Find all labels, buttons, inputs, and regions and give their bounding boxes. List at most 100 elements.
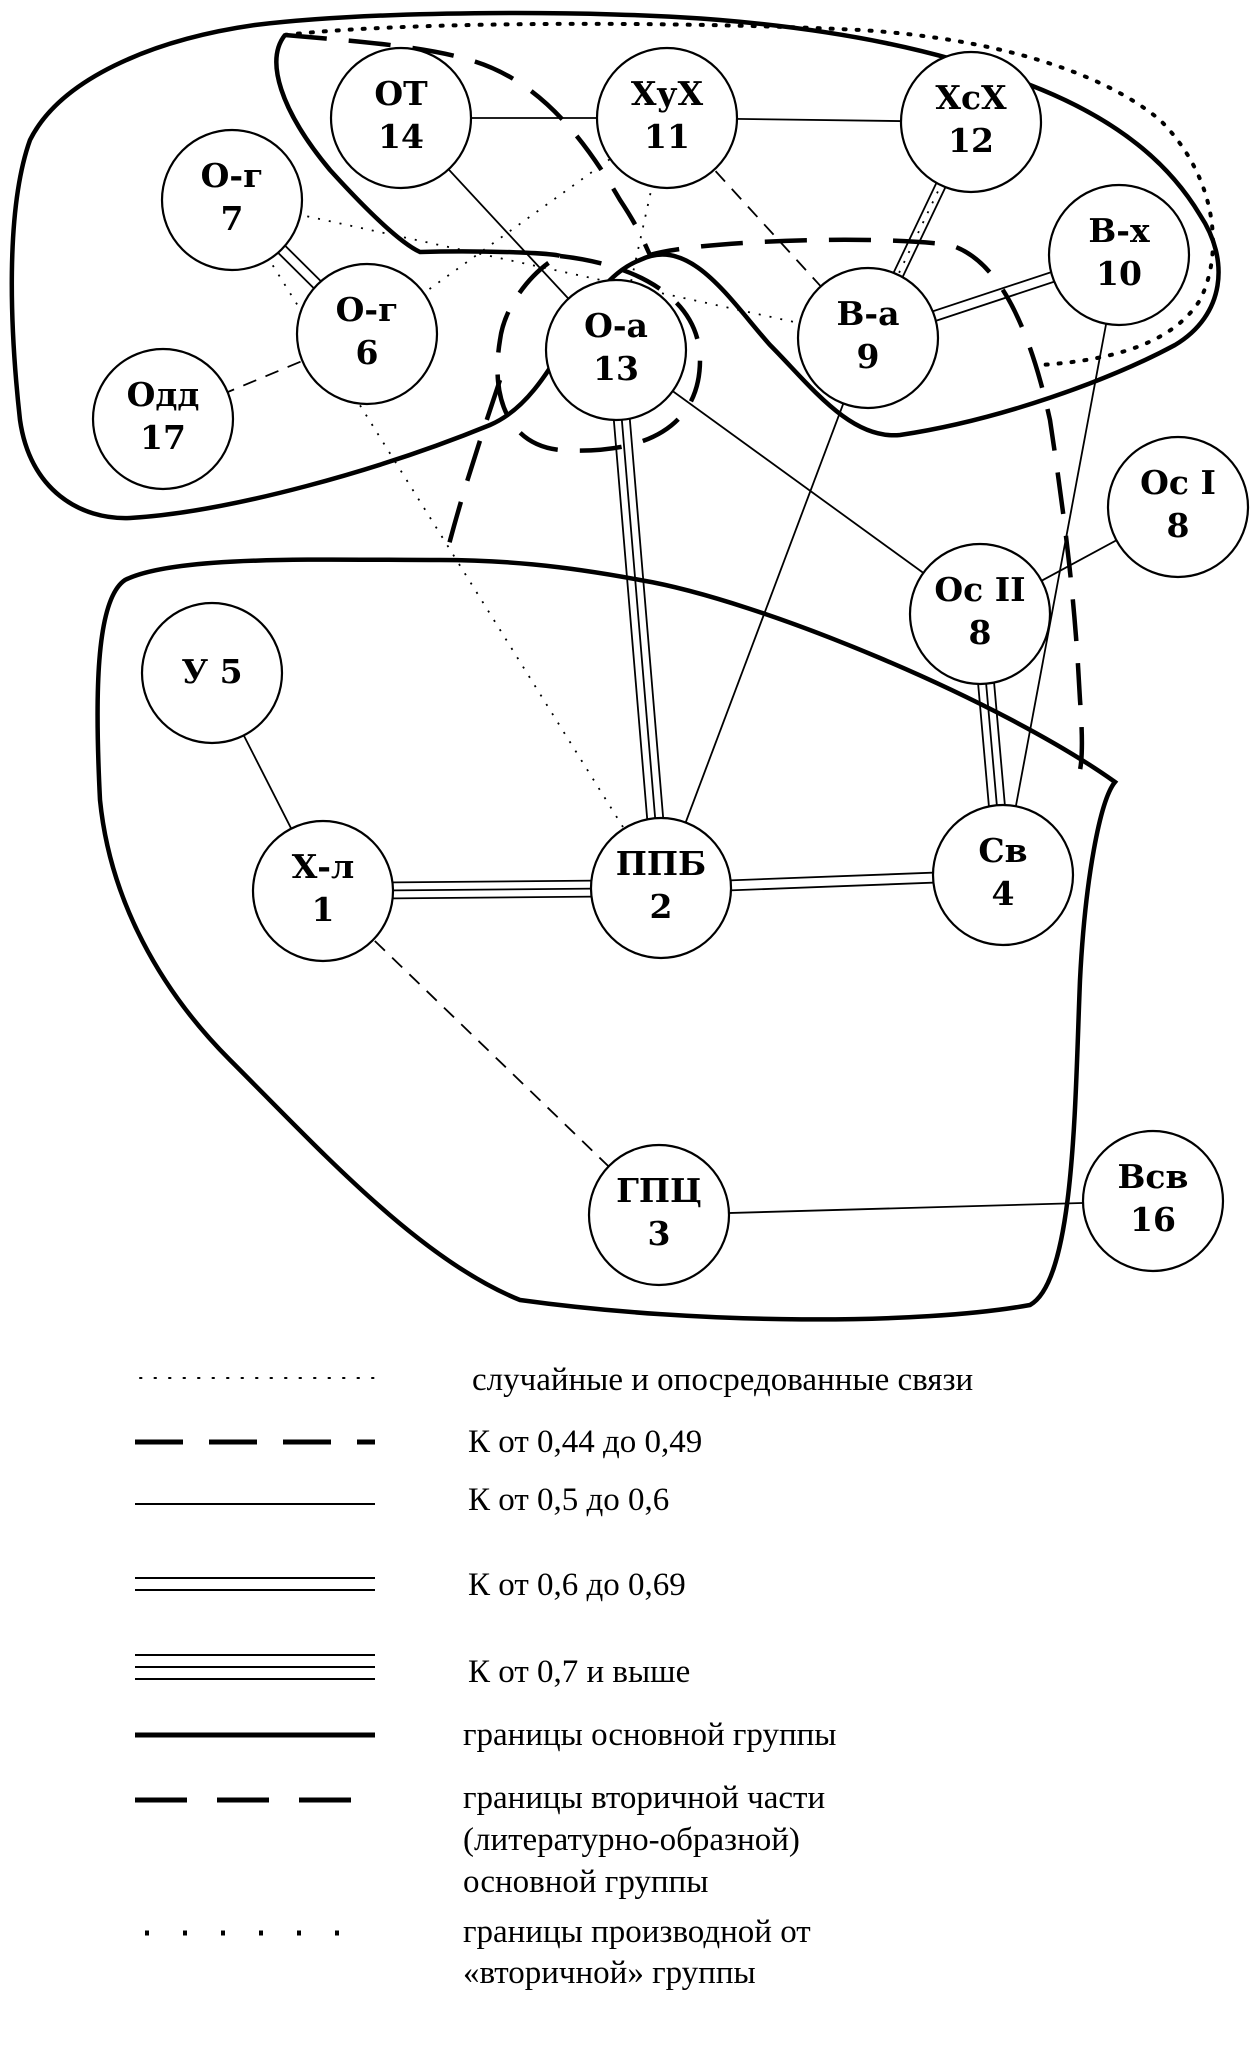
node-label-line1: ХсХ <box>935 78 1007 117</box>
legend-label: К от 0,44 до 0,49 <box>468 1424 702 1460</box>
node-os2: Ос II 8 <box>908 542 1052 686</box>
edge-line <box>660 337 869 889</box>
edge-oa13-ppb2 <box>607 349 670 889</box>
node-circle <box>329 46 473 190</box>
legend-item-bold-dashed: К от 0,44 до 0,49 <box>135 1424 702 1460</box>
node-label-line2: 16 <box>1130 1200 1176 1239</box>
legend-label-line1: границы вторичной части <box>463 1780 825 1816</box>
node-xyx11: ХуХ 11 <box>595 46 739 190</box>
legend-label: случайные и опосредованные связи <box>472 1362 973 1398</box>
node-circle <box>899 50 1043 194</box>
node-label-line1: О-г <box>201 156 264 195</box>
node-circle <box>589 816 733 960</box>
edge-gpc3-vsv16 <box>658 1200 1154 1216</box>
node-xcx12: ХсХ 12 <box>899 50 1043 194</box>
node-vx10: В-х 10 <box>1047 183 1191 327</box>
legend-label-line2: (литературно-образной) <box>463 1822 800 1858</box>
legend-label: К от 0,6 до 0,69 <box>468 1567 686 1603</box>
legend-label-line3: основной группы <box>463 1864 708 1900</box>
legend: случайные и опосредованные связи К от 0,… <box>135 1362 973 1991</box>
legend-label-line1: границы производной от <box>463 1914 811 1950</box>
legend-item-solid: К от 0,5 до 0,6 <box>135 1482 669 1518</box>
node-label-line1: В-а <box>837 294 900 333</box>
legend-item-bold-dotted: границы производной от «вторичной» групп… <box>145 1914 811 1991</box>
secondary-part-boundary-drop <box>442 379 503 561</box>
secondary-part-boundary-oa <box>495 253 703 453</box>
node-xl1: Х-л 1 <box>251 819 395 963</box>
node-og7: О-г 7 <box>160 128 304 272</box>
edge-line <box>322 890 660 1216</box>
node-label-line2: 3 <box>648 1214 671 1253</box>
node-circle <box>160 128 304 272</box>
node-label-line1: У 5 <box>181 652 242 691</box>
edge-line <box>658 1200 1154 1216</box>
group-boundaries <box>9 10 1221 1322</box>
node-circle <box>931 803 1075 947</box>
edge-line <box>623 349 670 888</box>
node-sv4: Св 4 <box>931 803 1075 947</box>
node-label-line1: Св <box>978 831 1027 870</box>
node-label-line2: 6 <box>356 333 379 372</box>
derived-group-inner-line <box>274 33 562 259</box>
node-og6: О-г 6 <box>295 262 439 406</box>
legend-item-bold: границы основной группы <box>135 1717 836 1753</box>
node-label-line2: 12 <box>948 121 994 160</box>
node-circle <box>796 266 940 410</box>
node-label-line1: Ос I <box>1140 463 1216 502</box>
derived-group-boundary <box>283 21 1215 367</box>
node-label-line2: 9 <box>857 337 880 376</box>
edge-line <box>615 349 981 615</box>
node-gpc3: ГПЦ 3 <box>587 1143 731 1287</box>
legend-item-dotted: случайные и опосредованные связи <box>139 1362 973 1398</box>
node-label-line2: 14 <box>378 117 424 156</box>
legend-label-line2: «вторичной» группы <box>463 1955 756 1991</box>
legend-label: К от 0,7 и выше <box>468 1654 690 1690</box>
legend-label: границы основной группы <box>463 1717 836 1753</box>
node-label-line2: 17 <box>140 418 186 457</box>
node-circle <box>544 278 688 422</box>
main-group-boundary-lower <box>95 557 1119 1322</box>
node-circle <box>908 542 1052 686</box>
node-label-line2: 4 <box>992 874 1015 913</box>
edge-line <box>615 349 662 889</box>
node-circle <box>1081 1129 1225 1273</box>
node-label-line2: 13 <box>593 349 639 388</box>
node-circle <box>1106 435 1250 579</box>
node-odd17: Одд 17 <box>91 347 235 491</box>
node-label-line1: ППБ <box>616 844 707 883</box>
node-label-line2: 10 <box>1096 254 1142 293</box>
node-label-line1: ХуХ <box>631 74 704 113</box>
nodes: ОТ 14 ХуХ 11 ХсХ 12 О-г 7 О-г 6 Одд 17 <box>91 46 1250 1287</box>
node-label-line2: 11 <box>644 117 690 156</box>
legend-item-bold-dashed-long: границы вторичной части (литературно-обр… <box>135 1780 825 1900</box>
edge-vx10-sv4 <box>1002 254 1120 876</box>
edge-xl1-gpc3 <box>322 890 660 1216</box>
node-y5: У 5 <box>140 601 284 745</box>
main-group-boundary-upper <box>9 10 1221 521</box>
node-ppb2: ППБ 2 <box>589 816 733 960</box>
edge-line <box>1002 254 1120 876</box>
node-va9: В-а 9 <box>796 266 940 410</box>
node-circle <box>251 819 395 963</box>
node-label-line1: В-х <box>1088 211 1150 250</box>
node-label-line2: 8 <box>969 613 992 652</box>
node-label-line2: 2 <box>650 887 673 926</box>
node-oa13: О-а 13 <box>544 278 688 422</box>
node-circle <box>140 601 284 745</box>
node-label-line1: Ос II <box>934 570 1025 609</box>
legend-label: К от 0,5 до 0,6 <box>468 1482 669 1518</box>
node-circle <box>1047 183 1191 327</box>
node-label-line2: 1 <box>312 890 335 929</box>
node-label-line1: О-а <box>584 306 648 345</box>
legend-item-double: К от 0,6 до 0,69 <box>135 1567 686 1603</box>
node-label-line2: 7 <box>221 199 244 238</box>
node-circle <box>595 46 739 190</box>
node-label-line1: О-г <box>336 290 399 329</box>
node-label-line1: Всв <box>1118 1157 1189 1196</box>
node-circle <box>91 347 235 491</box>
node-circle <box>587 1143 731 1287</box>
edge-va9-ppb2 <box>660 337 869 889</box>
node-label-line1: Одд <box>127 375 200 414</box>
node-os1: Ос I 8 <box>1106 435 1250 579</box>
